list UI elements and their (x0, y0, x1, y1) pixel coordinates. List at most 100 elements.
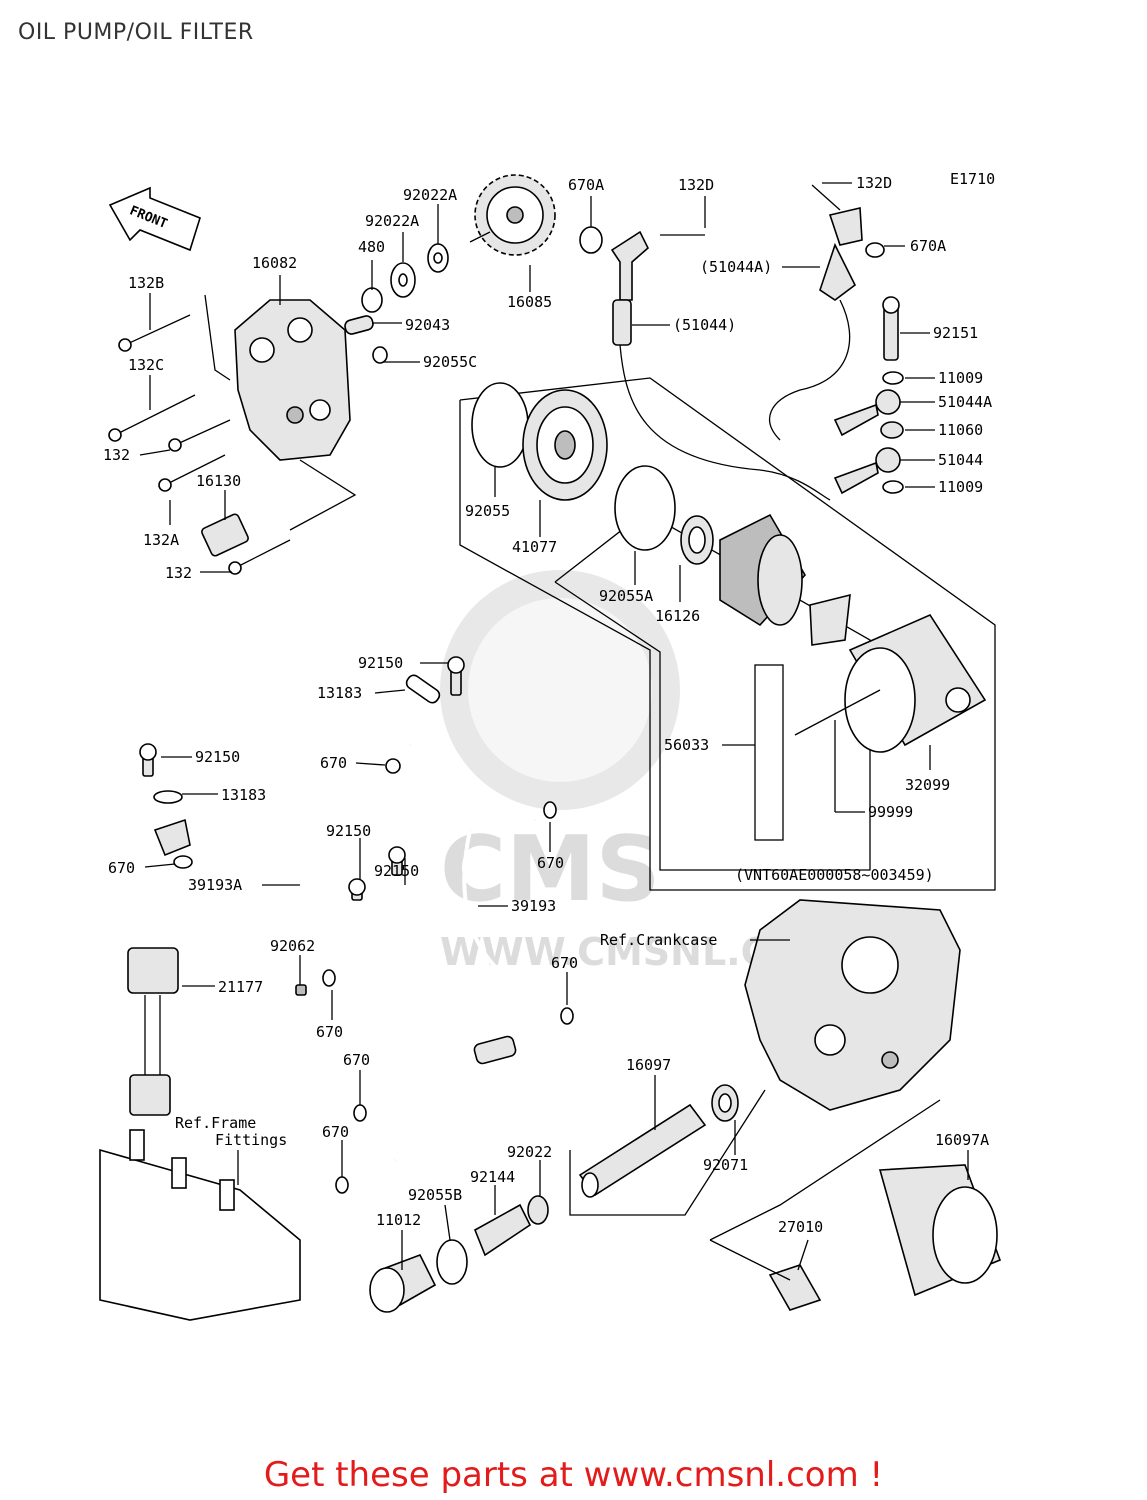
washer-92022A-a (390, 262, 416, 298)
filter-kit-bracket (754, 664, 784, 841)
front-arrow-icon: FRONT (108, 186, 201, 252)
footer-cta[interactable]: Get these parts at www.cmsnl.com ! (263, 1455, 884, 1495)
callout-92150-3: 92150 (326, 822, 371, 840)
callout-92022A-2: 92022A (403, 186, 457, 204)
callout-99999: 99999 (868, 803, 913, 821)
collar-480 (361, 287, 383, 313)
bolt-92150-a (447, 656, 465, 696)
callout-21177: 21177 (218, 978, 263, 996)
serial-range: (VNT60AE000058~003459) (735, 866, 934, 884)
figure-code: E1710 (950, 170, 995, 188)
callout-92022A-1: 92022A (365, 212, 419, 230)
oring-670-b (543, 801, 557, 819)
page-title: OIL PUMP/OIL FILTER (18, 20, 254, 45)
callout-92062: 92062 (270, 937, 315, 955)
callout-51044: 51044 (938, 451, 983, 469)
callout-670-3: 670 (108, 859, 135, 877)
callout-92022: 92022 (507, 1143, 552, 1161)
relief-valve-16130 (201, 513, 249, 557)
bolt-92151 (882, 296, 900, 361)
callout-132B: 132B (128, 274, 164, 292)
callout-92071: 92071 (703, 1156, 748, 1174)
plate-13183-a (405, 674, 441, 704)
watermark: CMS WWW.CMSNL.COM (440, 570, 839, 974)
pipe-16097 (578, 1103, 707, 1198)
washer-11009-a (882, 371, 904, 385)
oring-92055A (614, 465, 676, 551)
frame-fittings (99, 1129, 301, 1321)
banjo-51044A (833, 389, 901, 437)
ref-fittings: Fittings (215, 1131, 287, 1149)
callout-11009-1: 11009 (938, 369, 983, 387)
oring-92055 (471, 382, 529, 468)
cover-41077 (522, 389, 608, 501)
callout-32099: 32099 (905, 776, 950, 794)
callout-670A-2: 670A (910, 237, 946, 255)
callout-16082: 16082 (252, 254, 297, 272)
callout-39193: 39193 (511, 897, 556, 915)
callout-92043: 92043 (405, 316, 450, 334)
pipe-39193A (153, 818, 443, 1162)
bolt-132 (168, 419, 231, 452)
filter-32099 (844, 613, 987, 753)
oring-670-f (335, 1176, 349, 1194)
filter-16097A (878, 1164, 1002, 1297)
pin-92043 (344, 315, 374, 335)
callout-670-6: 670 (343, 1051, 370, 1069)
bolt-132C (108, 394, 196, 442)
callout-11009-2: 11009 (938, 478, 983, 496)
oring-92055B (436, 1239, 468, 1285)
ref-crankcase: Ref.Crankcase (600, 931, 717, 949)
callout-13183-2: 13183 (221, 786, 266, 804)
oring-670-a (385, 758, 401, 774)
callout-labels: 132B 16082 480 92022A 92022A 16085 670A … (103, 174, 992, 1236)
washer-11009-b (882, 480, 904, 494)
gear-16085 (469, 174, 556, 256)
hose-51044 (579, 226, 831, 501)
filter-element (719, 513, 806, 627)
callout-132D-1: 132D (678, 176, 714, 194)
oring-92071 (711, 1084, 739, 1122)
callout-92144: 92144 (470, 1168, 515, 1186)
callout-480: 480 (358, 238, 385, 256)
callout-92055C: 92055C (423, 353, 477, 371)
callout-132D-2: 132D (856, 174, 892, 192)
callout-132: 132 (103, 446, 130, 464)
spring-plate (809, 593, 851, 646)
callout-92150-1: 92150 (358, 654, 403, 672)
bolt-92150-d (348, 878, 366, 901)
hose-51044A (769, 184, 885, 441)
callout-92055A: 92055A (599, 587, 653, 605)
bolt-132B (118, 314, 191, 352)
callout-132A: 132A (143, 531, 179, 549)
callout-13183-1: 13183 (317, 684, 362, 702)
bypass-bracket (569, 1089, 766, 1216)
callout-132C: 132C (128, 356, 164, 374)
crankcase-link-line (709, 1099, 941, 1241)
callout-92150-2: 92150 (195, 748, 240, 766)
oring-670-e (353, 1104, 367, 1122)
ref-frame: Ref.Frame (175, 1114, 256, 1132)
callout-51044A: 51044A (938, 393, 992, 411)
callout-11012: 11012 (376, 1211, 421, 1229)
oil-pump-body (234, 299, 351, 461)
callout-670A-1: 670A (568, 176, 604, 194)
callout-39193A: 39193A (188, 876, 242, 894)
callout-92151: 92151 (933, 324, 978, 342)
callout-670-1: 670 (320, 754, 347, 772)
callout-56033: 56033 (664, 736, 709, 754)
oring-92055C (372, 346, 388, 364)
callout-16126: 16126 (655, 607, 700, 625)
callout-16097: 16097 (626, 1056, 671, 1074)
bolt-92150-c (388, 846, 406, 876)
oring-670-d (560, 1007, 574, 1025)
bolt-132-lower (228, 539, 291, 575)
filter-group-box (459, 377, 996, 891)
callout-51044A-paren: (51044A) (700, 258, 772, 276)
sensor-21177 (127, 947, 179, 1116)
callout-51044-paren: (51044) (673, 316, 736, 334)
callout-92055B: 92055B (408, 1186, 462, 1204)
washer-92022 (527, 1195, 549, 1225)
washer-11060 (880, 421, 904, 439)
